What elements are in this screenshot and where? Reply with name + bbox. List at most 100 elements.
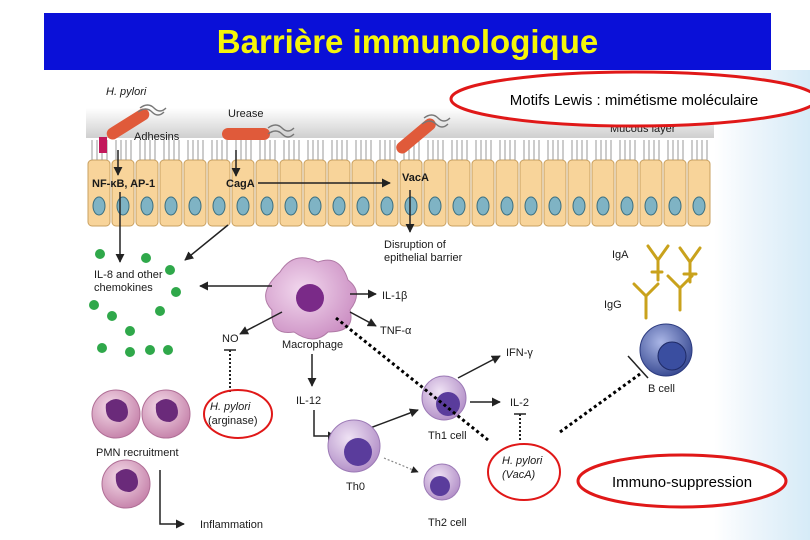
epithelial-cell — [423, 159, 447, 227]
th2-nucleus — [430, 476, 450, 496]
label-il8-2: chemokines — [94, 282, 153, 294]
epithelial-cell — [351, 159, 375, 227]
h-pylori-bacterium-vaca — [396, 114, 451, 154]
th0-nucleus — [344, 438, 372, 466]
label-hp-arginase-2: (arginase) — [208, 415, 258, 427]
label-inflammation: Inflammation — [200, 519, 263, 531]
epithelial-nucleus — [572, 196, 586, 216]
pmn-cells — [91, 389, 191, 509]
epithelial-cell — [591, 159, 615, 227]
title-bar — [44, 13, 771, 70]
epithelial-cell — [255, 159, 279, 227]
epithelial-nucleus — [644, 196, 658, 216]
epithelial-cell — [687, 159, 711, 227]
label-adhesins: Adhesins — [134, 131, 180, 143]
label-urease: Urease — [228, 108, 263, 120]
epithelial-cell — [207, 159, 231, 227]
epithelial-nucleus — [524, 196, 538, 216]
epithelial-nucleus — [356, 196, 370, 216]
label-il1b: IL-1β — [382, 290, 407, 302]
label-disruption-2: epithelial barrier — [384, 252, 463, 264]
callout-immuno-border — [576, 453, 788, 509]
epithelial-nucleus — [476, 196, 490, 216]
epithelial-nucleus — [236, 196, 250, 216]
epithelial-nucleus — [116, 196, 130, 216]
epithelial-cell — [135, 159, 159, 227]
label-iga: IgA — [612, 249, 629, 261]
label-il8-1: IL-8 and other — [94, 269, 163, 281]
dotted-connector-bcell — [559, 372, 641, 434]
epithelial-nucleus — [212, 196, 226, 216]
iga-antibody — [646, 244, 702, 284]
label-il2: IL-2 — [510, 397, 529, 409]
slide-title: Barrière immunologique — [216, 23, 599, 60]
epithelial-nucleus — [692, 196, 706, 216]
label-hp-vaca-1: H. pylori — [502, 455, 543, 467]
label-caga: CagA — [226, 178, 255, 190]
epithelial-cell — [639, 159, 663, 227]
epithelial-cell — [279, 159, 303, 227]
epithelial-layer — [87, 140, 711, 227]
label-h-pylori: H. pylori — [106, 86, 147, 98]
macrophage-nucleus — [296, 284, 324, 312]
epithelial-nucleus — [428, 196, 442, 216]
b-cell-nucleus — [657, 341, 687, 371]
callout-lewis-border — [449, 70, 810, 128]
label-vaca: VacA — [402, 172, 429, 184]
hp-vaca-circle — [487, 443, 561, 501]
epithelial-cell — [567, 159, 591, 227]
label-th0: Th0 — [346, 481, 365, 493]
epithelial-nucleus — [332, 196, 346, 216]
epithelial-cell — [111, 159, 135, 227]
h-pylori-bacterium-urease — [222, 124, 295, 140]
epithelial-nucleus — [500, 196, 514, 216]
label-tnfa: TNF-α — [380, 325, 412, 337]
label-macrophage: Macrophage — [282, 339, 343, 351]
label-b-cell: B cell — [648, 383, 675, 395]
epithelial-nucleus — [620, 196, 634, 216]
label-pmn: PMN recruitment — [96, 447, 179, 459]
label-disruption-1: Disruption of — [384, 239, 447, 251]
epithelial-cell — [519, 159, 543, 227]
epithelial-cell — [495, 159, 519, 227]
epithelial-nucleus — [92, 196, 106, 216]
epithelial-nucleus — [452, 196, 466, 216]
epithelial-cell — [447, 159, 471, 227]
label-il12: IL-12 — [296, 395, 321, 407]
label-th1: Th1 cell — [428, 430, 467, 442]
epithelial-nucleus — [596, 196, 610, 216]
hp-arginase-circle — [203, 389, 273, 439]
th1-nucleus — [436, 392, 460, 416]
epithelial-cell — [399, 159, 423, 227]
label-nfkb-ap1: NF-κB, AP-1 — [92, 178, 155, 190]
dotted-connector-macrophage — [335, 316, 489, 442]
epithelial-cell — [375, 159, 399, 227]
epithelial-nucleus — [404, 196, 418, 216]
epithelial-cell — [327, 159, 351, 227]
h-pylori-bacterium-adhesin — [99, 104, 167, 153]
label-hp-vaca-2: (VacA) — [502, 469, 536, 481]
label-ifng: IFN-γ — [506, 347, 533, 359]
epithelial-nucleus — [308, 196, 322, 216]
label-no: NO — [222, 333, 239, 345]
epithelial-cell — [615, 159, 639, 227]
epithelial-cell — [303, 159, 327, 227]
epithelial-nucleus — [548, 196, 562, 216]
callout-lewis: Motifs Lewis : mimétisme moléculaire — [510, 92, 758, 109]
epithelial-cell — [183, 159, 207, 227]
epithelial-nucleus — [668, 196, 682, 216]
epithelial-nucleus — [188, 196, 202, 216]
epithelial-cell — [87, 159, 111, 227]
epithelial-nucleus — [380, 196, 394, 216]
label-igg: IgG — [604, 299, 622, 311]
label-th2: Th2 cell — [428, 517, 467, 529]
epithelial-cell — [543, 159, 567, 227]
epithelial-nucleus — [260, 196, 274, 216]
epithelial-nucleus — [164, 196, 178, 216]
epithelial-nucleus — [140, 196, 154, 216]
igg-antibody — [632, 274, 694, 320]
epithelial-nucleus — [284, 196, 298, 216]
chemokine-dots — [89, 249, 181, 357]
epithelial-cell — [471, 159, 495, 227]
